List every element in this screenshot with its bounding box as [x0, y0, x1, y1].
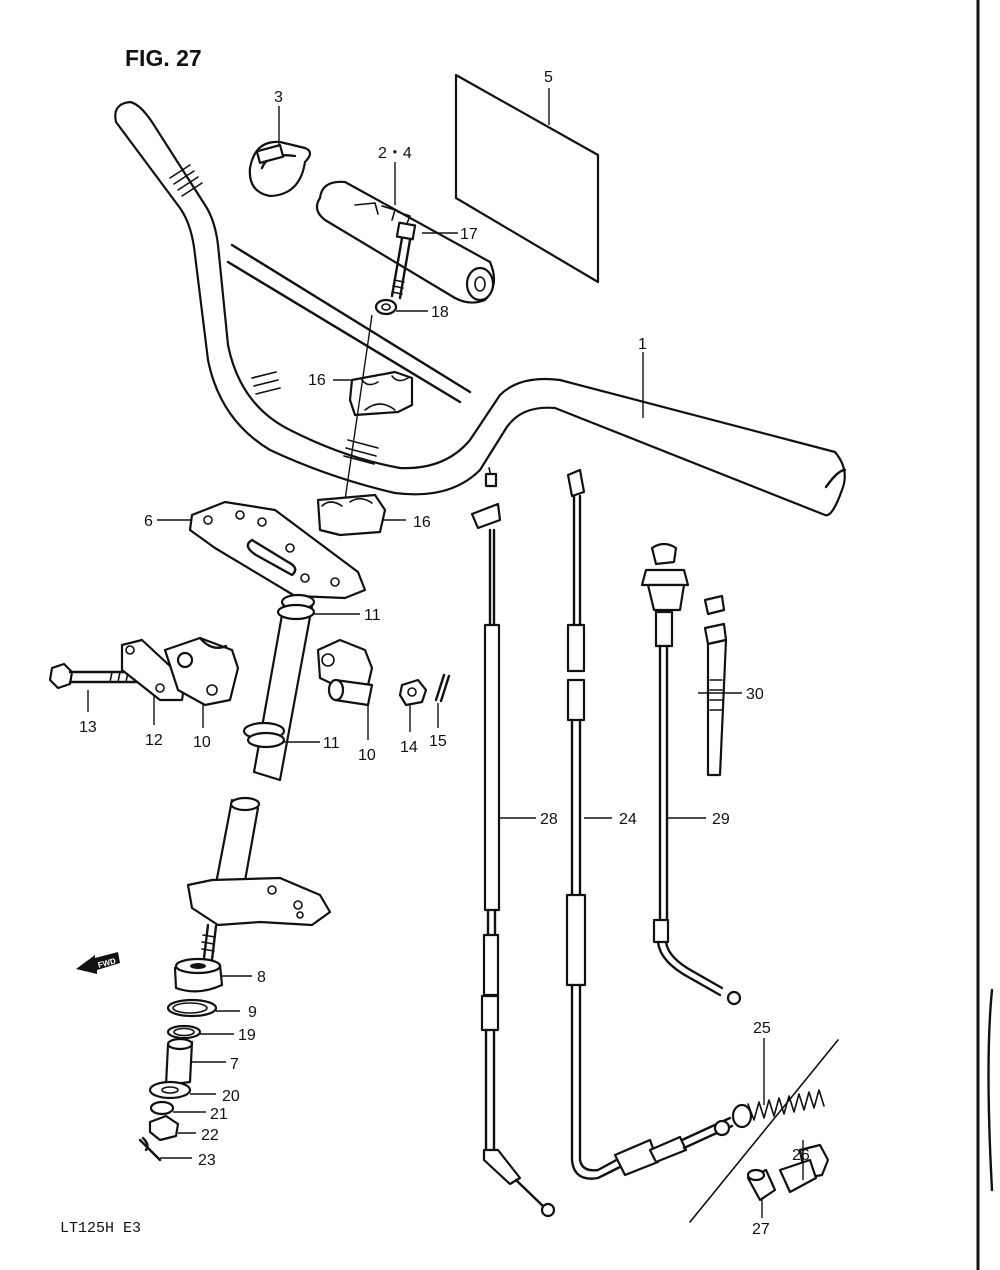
- callout-11-upper: 11: [364, 607, 381, 624]
- cotter-pin-15: [434, 673, 451, 703]
- callout-3: 3: [274, 89, 283, 106]
- nut-22: [148, 1114, 180, 1142]
- callout-15: 15: [429, 733, 447, 750]
- callout-19: 19: [238, 1027, 256, 1044]
- cable-28: [470, 467, 556, 1218]
- spring-25: [747, 1089, 825, 1121]
- callout-5: 5: [544, 69, 553, 86]
- upper-holder-16: [348, 370, 414, 417]
- holder-10-left: [163, 636, 240, 707]
- ring-19: [166, 1024, 202, 1040]
- callout-11-lower: 11: [323, 735, 340, 752]
- callout-24: 24: [619, 811, 637, 828]
- holder-10-right: [316, 638, 374, 707]
- cable-24: [565, 468, 753, 1180]
- page-edge-fragment: [987, 988, 994, 1192]
- shaft-thread: [201, 923, 218, 962]
- callout-23: 23: [198, 1152, 216, 1169]
- strap-30: [703, 594, 728, 777]
- washer-18: [374, 298, 398, 316]
- holder-12: [120, 638, 187, 702]
- bearing-8: [173, 957, 224, 993]
- collar-7: [164, 1037, 194, 1087]
- fwd-arrow-icon: FWD: [76, 952, 120, 974]
- lower-holder-16: [316, 493, 387, 537]
- cable-29: [640, 542, 742, 1006]
- nipple-27: [746, 1168, 777, 1202]
- callout-1: 1: [638, 336, 647, 353]
- callout-28: 28: [540, 811, 558, 828]
- callout-13: 13: [79, 719, 97, 736]
- model-code: LT125H E3: [60, 1220, 141, 1237]
- lower-plate: [186, 876, 332, 927]
- callout-7: 7: [230, 1056, 239, 1073]
- callout-27: 27: [752, 1221, 770, 1238]
- callout-8: 8: [257, 969, 266, 986]
- upper-plate-6: [188, 500, 367, 600]
- bolt-26: [778, 1143, 830, 1194]
- callout-2-4: 2・4: [378, 145, 412, 162]
- callout-21: 21: [210, 1106, 228, 1123]
- callout-29: 29: [712, 811, 730, 828]
- bolt-13: [48, 662, 142, 690]
- bolt-17: [390, 221, 417, 300]
- cotter-pin-23: [138, 1136, 162, 1162]
- callout-9: 9: [248, 1004, 257, 1021]
- steering-shaft-upper: [242, 593, 316, 782]
- callout-30: 30: [746, 686, 764, 703]
- handlebar: [114, 100, 847, 517]
- callout-10-left: 10: [193, 734, 211, 751]
- callout-10-right: 10: [358, 747, 376, 764]
- washer-20: [148, 1080, 192, 1100]
- leader-lines: [87, 88, 804, 1218]
- callout-17: 17: [460, 226, 478, 243]
- section-line: [689, 1039, 839, 1223]
- callout-18: 18: [431, 304, 449, 321]
- decal-sheet: [454, 73, 600, 284]
- callout-16-upper: 16: [308, 372, 326, 389]
- callout-20: 20: [222, 1088, 240, 1105]
- figure-title: FIG. 27: [125, 45, 202, 71]
- callout-14: 14: [400, 739, 418, 756]
- callout-6: 6: [144, 513, 153, 530]
- callout-25: 25: [753, 1020, 771, 1037]
- washer-21: [149, 1100, 175, 1116]
- callout-12: 12: [145, 732, 163, 749]
- handlebar-pad: [315, 180, 496, 304]
- callout-22: 22: [201, 1127, 219, 1144]
- washer-14: [398, 678, 428, 707]
- callout-26: 26: [792, 1147, 810, 1164]
- clamp-band: [248, 140, 312, 198]
- callout-16-lower: 16: [413, 514, 431, 531]
- callout-labels: 3 2・4 5 17 18 1 16 16 6 11 11 13 12 10 1…: [79, 69, 810, 1238]
